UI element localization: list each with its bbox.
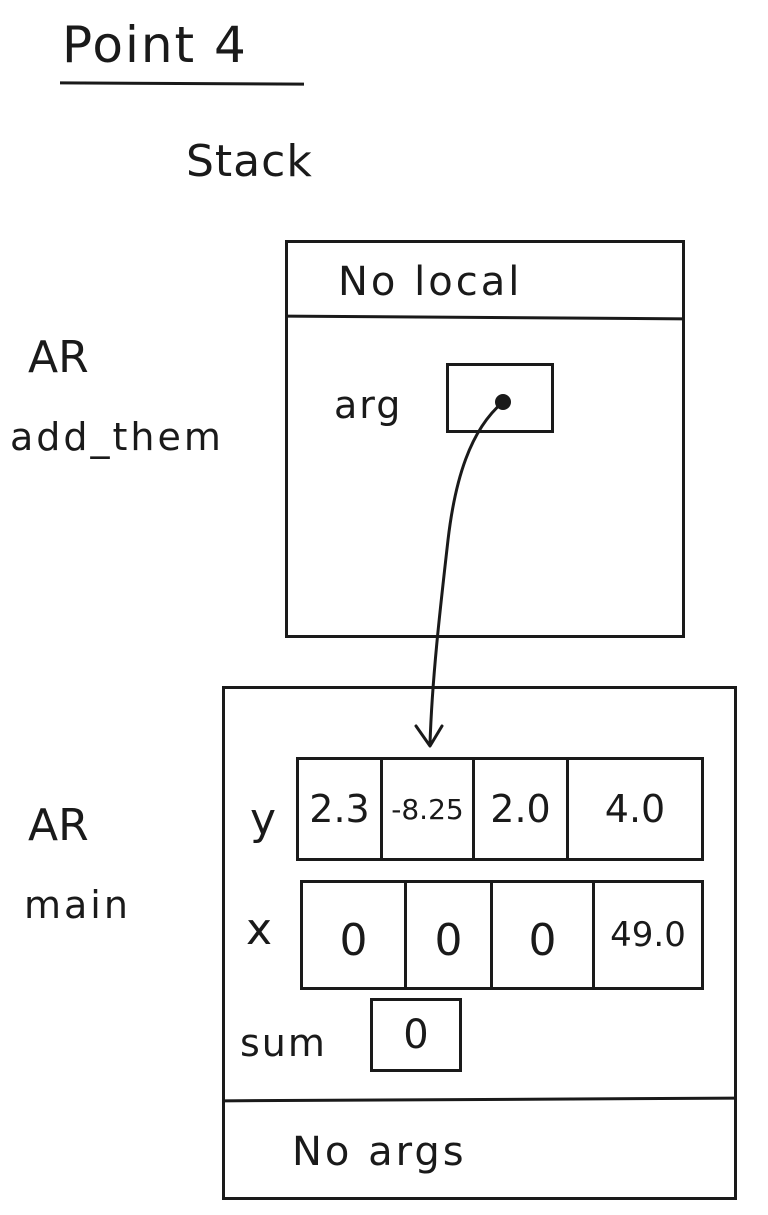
ar-main-label: AR [28,800,89,851]
x-cell: 49.0 [610,915,686,955]
arg-pointer-box [446,363,554,433]
y-label: y [250,794,277,845]
y-array: 2.3 -8.25 2.0 4.0 [296,757,704,861]
y-cell: -8.25 [383,760,475,858]
ar-add-them-label: AR [28,332,89,383]
add-them-locals-note: No local [338,259,523,305]
y-cell: 4.0 [604,787,666,831]
main-args-note: No args [292,1129,467,1175]
ar-add-them-name: add_them [10,415,224,459]
page-title: Point 4 [62,16,248,74]
y-cell: 2.3 [299,760,383,858]
x-cell: 0 [303,883,407,987]
arg-label: arg [334,383,403,427]
sum-value-box: 0 [370,998,462,1072]
title-underline [59,81,305,86]
sum-label: sum [240,1021,327,1065]
y-cell: 2.0 [475,760,569,858]
x-label: x [246,904,273,955]
stack-label: Stack [186,136,313,187]
x-cell: 0 [407,883,493,987]
x-cell: 0 [493,883,595,987]
ar-main-name: main [24,883,131,927]
x-array: 0 0 0 49.0 [300,880,704,990]
